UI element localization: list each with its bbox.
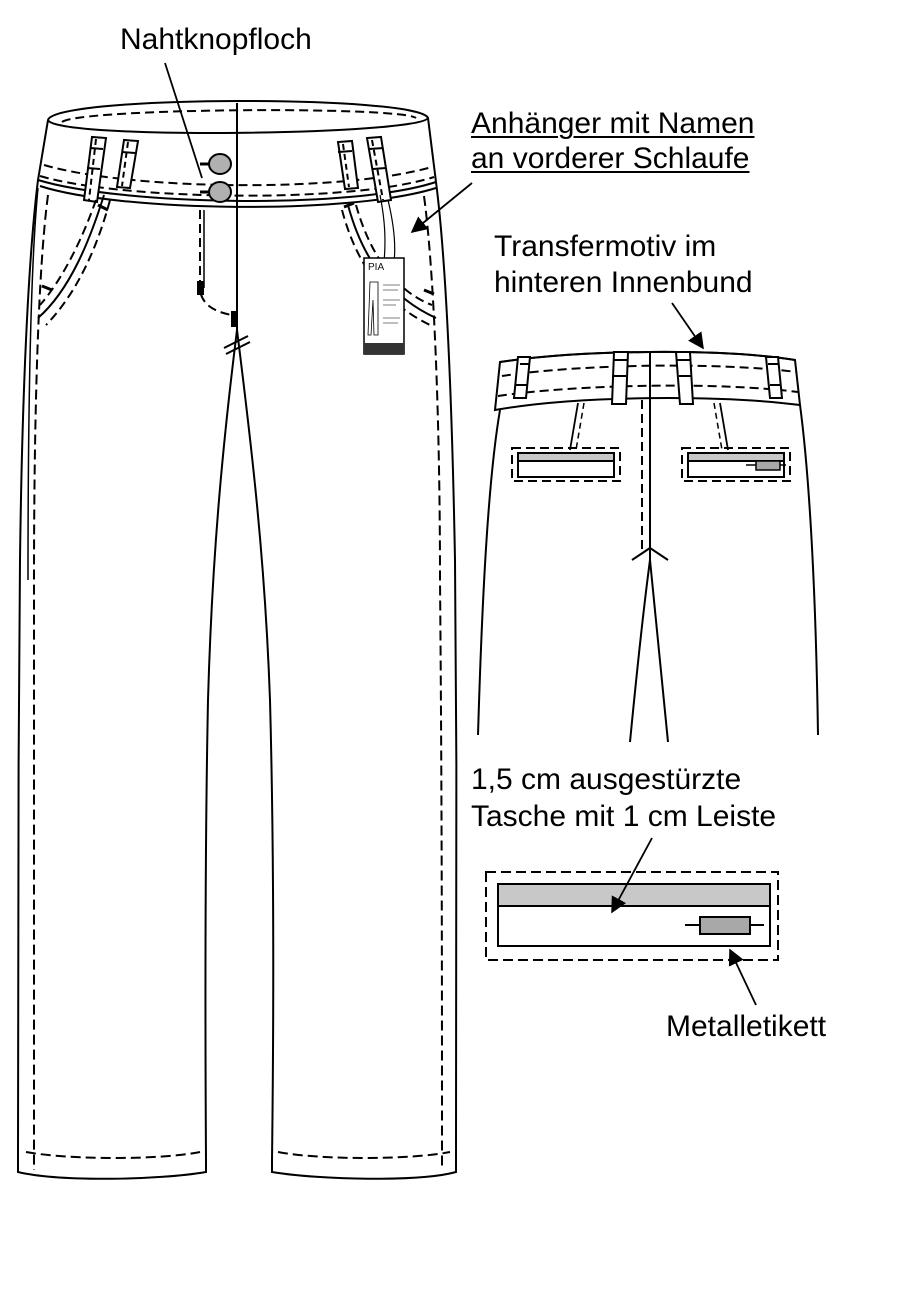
pocket-detail: [485, 871, 779, 961]
front-belt-loops: [82, 135, 393, 204]
front-inseam-right: [236, 329, 275, 1161]
leader-pocket: [611, 837, 653, 914]
front-hem-left: [17, 1160, 207, 1180]
leader-hangtag: [410, 182, 473, 234]
leader-buttonhole: [164, 62, 203, 179]
back-pocket-metal-label: [755, 460, 781, 471]
label-hangtag-line2: an vorderer Schlaufe: [471, 142, 750, 175]
label-transfer-line2: hinteren Innenbund: [494, 266, 753, 299]
label-transfer-line1: Transfermotiv im: [494, 230, 717, 263]
buttonhole-1: [208, 153, 232, 175]
front-fly-stitch: [199, 210, 233, 316]
hangtag-name: PIA: [368, 262, 385, 273]
front-waistband-band: [36, 117, 438, 202]
seam-buttonholes: [200, 153, 232, 203]
leader-metal: [728, 948, 757, 1006]
front-hem-right: [271, 1160, 457, 1180]
back-view-pants: [477, 350, 819, 743]
pocket-detail-welt-strip: [497, 883, 771, 907]
front-view-pants: [17, 100, 458, 1180]
front-outseam-right: [435, 181, 458, 1161]
leader-transfer: [671, 302, 704, 350]
label-hangtag-line1: Anhänger mit Namen: [471, 107, 755, 140]
front-inseam-left: [204, 329, 238, 1161]
buttonhole-2: [208, 181, 232, 203]
label-metal: Metalletikett: [666, 1010, 827, 1043]
leader-lines: [164, 62, 757, 1006]
pocket-detail-metal-label: [699, 916, 751, 935]
back-waistband: [493, 350, 802, 412]
label-pocket-line2: Tasche mit 1 cm Leiste: [471, 800, 777, 833]
hangtag: [363, 194, 405, 355]
label-pocket-line1: 1,5 cm ausgestürzte: [471, 763, 742, 796]
front-outseam-left: [17, 179, 39, 1161]
label-buttonhole: Nahtknopfloch: [120, 23, 312, 56]
pocket-detail-outer-stitch: [485, 871, 779, 961]
front-pocket-left: [37, 194, 105, 319]
